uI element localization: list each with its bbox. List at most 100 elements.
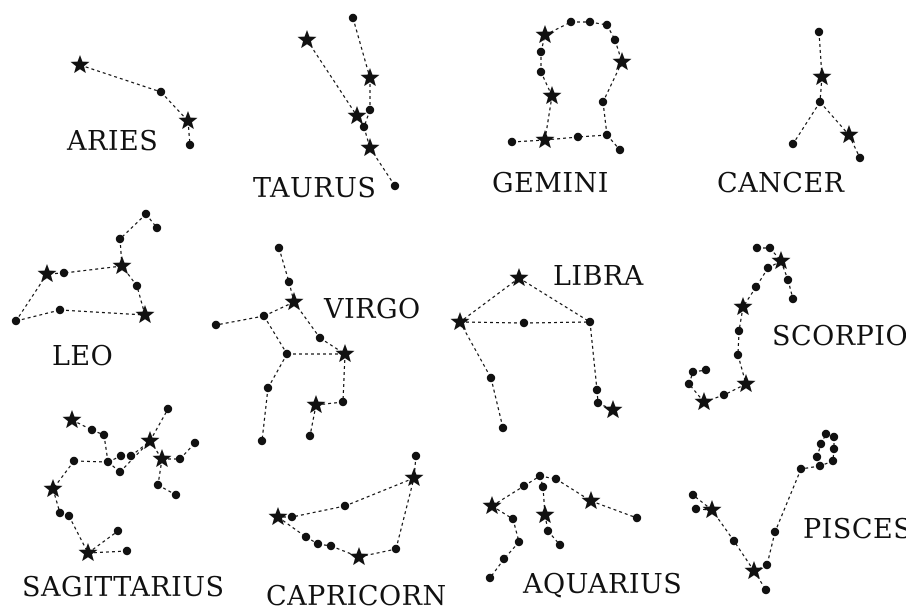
sagittarius-dot: [88, 426, 96, 434]
constellation-virgo: [212, 244, 355, 445]
leo-dot: [142, 210, 150, 218]
label-cancer: CANCER: [717, 168, 845, 199]
pisces-dot: [692, 505, 700, 513]
gemini-dashed-link: [578, 135, 607, 137]
sagittarius-dot: [123, 547, 131, 555]
virgo-dashed-link: [279, 248, 289, 282]
taurus-dashed-link: [307, 40, 357, 116]
cancer-dashed-link: [793, 102, 820, 144]
scorpio-dot: [685, 380, 693, 388]
sagittarius-dot: [100, 431, 108, 439]
taurus-dot: [366, 106, 374, 114]
scorpio-star-icon: [734, 297, 753, 315]
pisces-dot: [689, 491, 697, 499]
libra-dot: [499, 424, 507, 432]
libra-dot: [594, 399, 602, 407]
label-capricorn: CAPRICORN: [266, 581, 447, 612]
capricorn-dot: [412, 452, 420, 460]
leo-star-icon: [136, 305, 155, 323]
scorpio-star-icon: [695, 392, 714, 410]
leo-dot: [56, 306, 64, 314]
scorpio-dot: [753, 244, 761, 252]
cancer-star-icon: [840, 125, 859, 143]
aries-dashed-link: [80, 65, 161, 92]
pisces-dot: [730, 537, 738, 545]
capricorn-dashed-link: [396, 478, 414, 549]
aquarius-dot: [500, 555, 508, 563]
cancer-dot: [815, 28, 823, 36]
scorpio-dot: [752, 283, 760, 291]
sagittarius-dot: [114, 527, 122, 535]
label-gemini: GEMINI: [492, 168, 609, 199]
capricorn-dot: [327, 542, 335, 550]
sagittarius-dot: [176, 455, 184, 463]
sagittarius-star-icon: [153, 449, 172, 467]
constellation-libra: [451, 268, 623, 432]
gemini-star-icon: [536, 25, 555, 43]
pisces-dot: [763, 561, 771, 569]
pisces-dot: [797, 465, 805, 473]
pisces-star-icon: [703, 500, 722, 518]
label-taurus: TAURUS: [253, 173, 376, 204]
aquarius-dot: [633, 514, 641, 522]
virgo-star-icon: [336, 344, 355, 362]
virgo-dot: [212, 321, 220, 329]
sagittarius-dot: [164, 405, 172, 413]
gemini-star-icon: [543, 86, 562, 104]
pisces-dot: [830, 445, 838, 453]
gemini-dashed-link: [603, 102, 607, 135]
scorpio-dot: [766, 244, 774, 252]
gemini-star-icon: [536, 130, 555, 148]
virgo-dashed-link: [343, 354, 345, 402]
scorpio-dot: [784, 276, 792, 284]
taurus-star-icon: [348, 106, 367, 124]
pisces-dot: [813, 453, 821, 461]
aries-star-icon: [179, 111, 198, 129]
libra-dot: [593, 386, 601, 394]
libra-star-icon: [604, 400, 623, 418]
label-libra: LIBRA: [553, 261, 644, 292]
virgo-dashed-link: [216, 316, 264, 325]
pisces-dot: [817, 440, 825, 448]
leo-dot: [133, 282, 141, 290]
libra-dashed-link: [460, 322, 524, 323]
cancer-star-icon: [813, 67, 832, 85]
libra-dashed-link: [460, 322, 491, 378]
aries-star-icon: [71, 55, 90, 73]
scorpio-dot: [764, 264, 772, 272]
aquarius-dot: [486, 574, 494, 582]
libra-dashed-link: [524, 322, 590, 323]
label-aquarius: AQUARIUS: [522, 569, 682, 600]
gemini-dot: [537, 68, 545, 76]
aquarius-dot: [539, 483, 547, 491]
taurus-dot: [360, 123, 368, 131]
taurus-star-icon: [361, 138, 380, 156]
sagittarius-star-icon: [141, 431, 160, 449]
sagittarius-dot: [70, 457, 78, 465]
pisces-dot: [829, 457, 837, 465]
label-aries: ARIES: [66, 126, 158, 157]
scorpio-dot: [720, 391, 728, 399]
libra-star-icon: [451, 312, 470, 330]
aquarius-dot: [556, 541, 564, 549]
leo-star-icon: [38, 264, 57, 282]
sagittarius-dot: [127, 452, 135, 460]
virgo-dot: [260, 312, 268, 320]
aries-dashed-link: [161, 92, 188, 121]
virgo-dashed-link: [262, 388, 268, 441]
taurus-dot: [349, 14, 357, 22]
sagittarius-star-icon: [63, 410, 82, 428]
label-leo: LEO: [52, 341, 113, 372]
gemini-dot: [611, 36, 619, 44]
sagittarius-dot: [56, 509, 64, 517]
constellation-pisces: [689, 430, 838, 594]
cancer-dot: [816, 98, 824, 106]
label-sagittarius: SAGITTARIUS: [22, 572, 225, 603]
virgo-dot: [264, 384, 272, 392]
virgo-dot: [285, 278, 293, 286]
constellation-leo: [12, 210, 161, 325]
sagittarius-dot: [117, 452, 125, 460]
virgo-dashed-link: [264, 316, 287, 354]
gemini-dot: [567, 18, 575, 26]
aquarius-dot: [520, 482, 528, 490]
